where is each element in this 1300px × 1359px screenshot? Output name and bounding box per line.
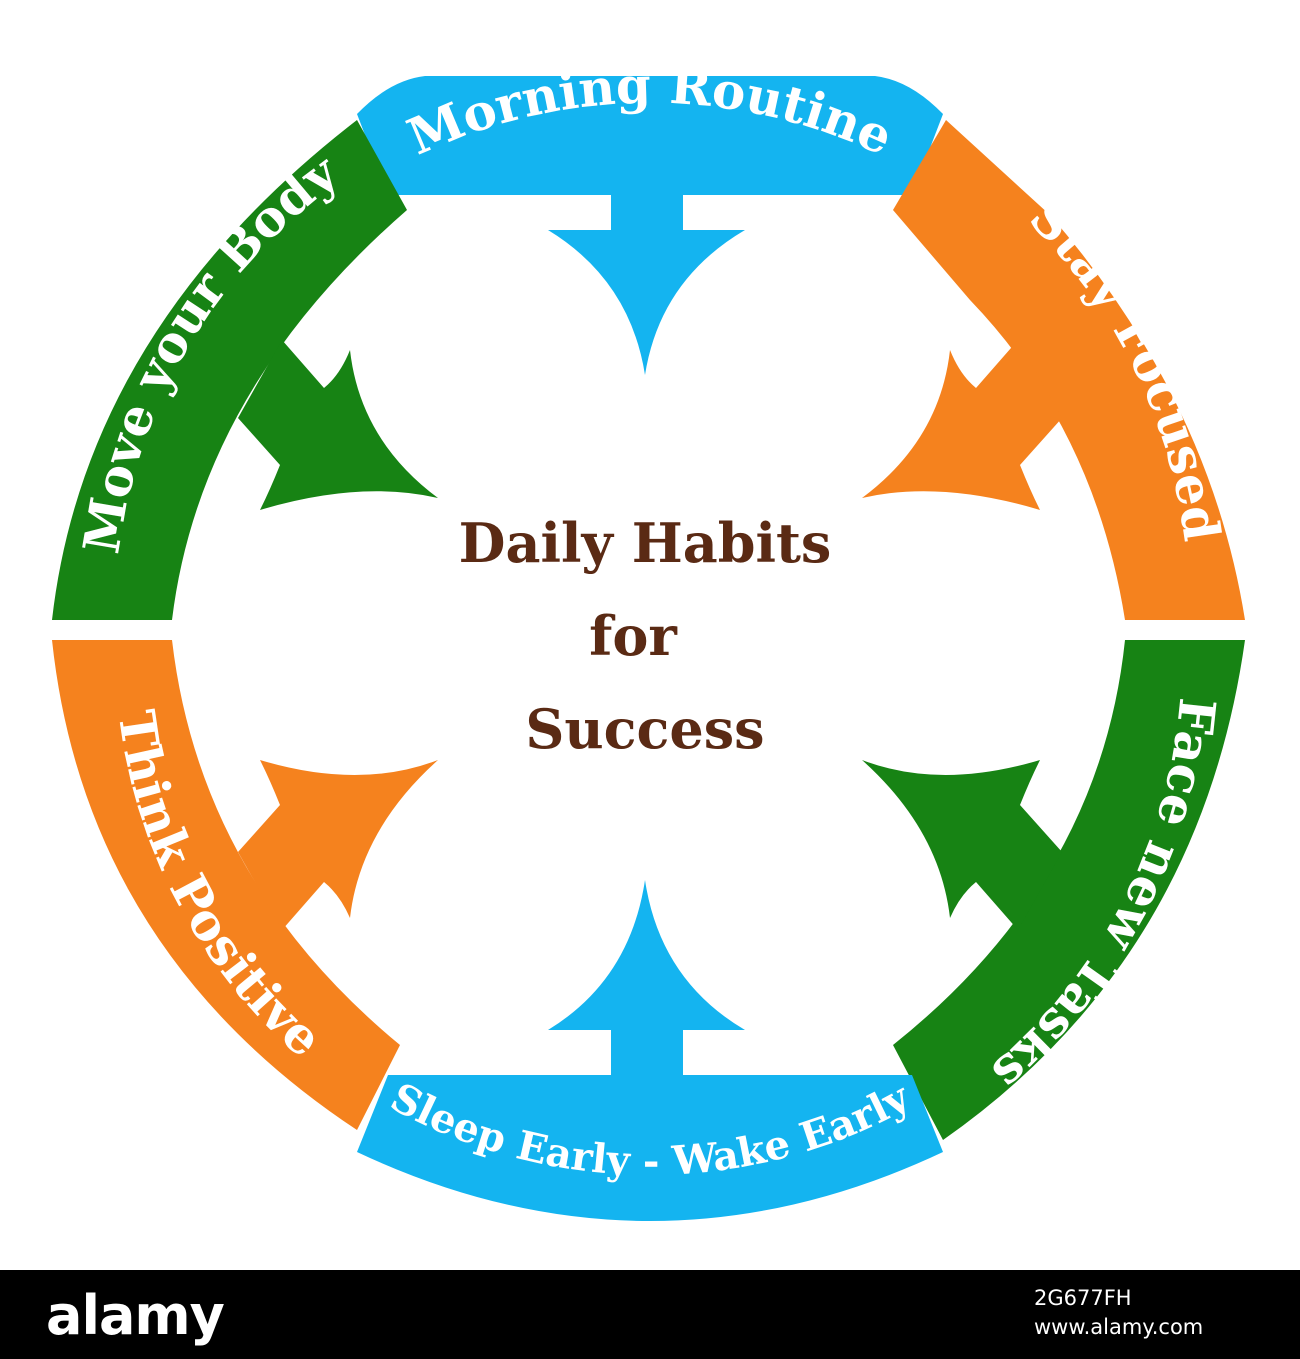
stock-info: 2G677FH www.alamy.com	[1034, 1284, 1203, 1342]
segment-sleep-early	[357, 1075, 943, 1221]
center-title: Daily Habits for Success	[459, 511, 832, 761]
arrow-think-positive-icon	[238, 760, 438, 930]
segment-move-your-body	[52, 120, 407, 620]
ring-segments	[52, 76, 1245, 1221]
center-title-line1: Daily Habits	[459, 511, 832, 575]
habits-wheel-diagram: Morning Routine Stay Focused Face new Ta…	[52, 76, 1245, 1221]
brand-logo: alamy	[46, 1284, 225, 1347]
stock-url: www.alamy.com	[1034, 1315, 1204, 1339]
segment-think-positive	[52, 640, 400, 1130]
stock-footer-bar: alamy 2G677FH www.alamy.com	[0, 1270, 1300, 1359]
arrow-up-icon	[548, 880, 745, 1110]
arrows	[238, 155, 1062, 1110]
arrow-stay-focused-icon	[862, 340, 1062, 510]
arrow-move-your-body-icon	[238, 340, 438, 510]
segment-face-new-tasks	[893, 640, 1245, 1140]
arrow-down-icon	[548, 155, 745, 375]
image-id: 2G677FH	[1034, 1286, 1132, 1310]
segment-morning-routine	[357, 76, 943, 195]
center-title-line3: Success	[525, 697, 764, 761]
segment-stay-focused	[893, 120, 1245, 620]
center-title-line2: for	[589, 604, 677, 668]
arrow-face-new-tasks-icon	[862, 760, 1062, 930]
